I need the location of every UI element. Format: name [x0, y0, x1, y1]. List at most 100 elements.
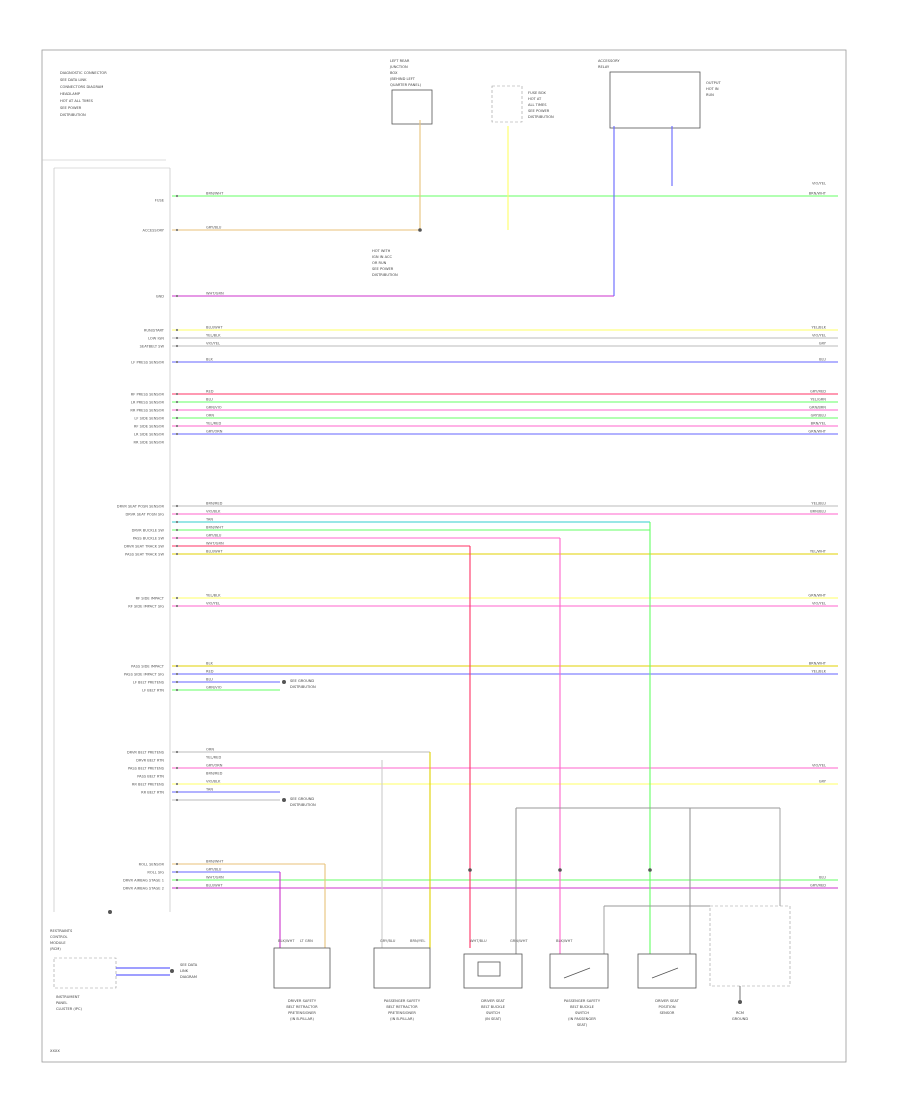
header-note-line: SEE DATA LINK — [60, 78, 87, 82]
wire-code: BRN/BLU — [810, 510, 826, 514]
wire-code: GRY/RED — [810, 390, 826, 394]
component-caption: DRIVER SEAT — [481, 999, 505, 1003]
pin-label: RF SIDE IMPACT — [136, 597, 165, 601]
pin-terminal — [175, 790, 179, 794]
restraints-control-module: RESTRAINTS CONTROL MODULE (RCM) — [50, 929, 73, 951]
wire-code: GRY — [819, 342, 827, 346]
right-junction-box: ACCESSORY RELAY OUTPUT HOT IN RUN — [598, 59, 721, 129]
pin-label: RF SIDE SENSOR — [134, 425, 165, 429]
pin-terminal — [175, 536, 179, 540]
wire-code: VIO/BLK — [206, 780, 221, 784]
component-caption: DRIVER SAFETY — [288, 999, 317, 1003]
wire-code: BRN/YEL — [811, 422, 826, 426]
pin-terminal — [175, 528, 179, 532]
component-caption: (IN SEAT) — [485, 1017, 502, 1021]
component-label: ALL TIMES — [528, 103, 547, 107]
pin-label: RR SIDE SENSOR — [133, 441, 164, 445]
component-label: LEFT REAR — [390, 59, 410, 63]
buckle-switch-driver: DRIVER SEAT BELT BUCKLE SWITCH (IN SEAT) — [463, 953, 523, 1021]
wire-code: YEL/BLU — [811, 502, 826, 506]
pin-label: PASS SIDE IMPACT SIG — [124, 673, 164, 677]
wire-code: GRY — [819, 780, 827, 784]
wire-code: GRY/BLU — [206, 534, 222, 538]
pin-terminal — [175, 544, 179, 548]
pin-label: DRVR BELT RTN — [136, 759, 164, 763]
component-label: HOT IN — [706, 87, 719, 91]
wire-code: YEL/RED — [206, 756, 221, 760]
wire-code: RED — [206, 670, 214, 674]
instrument-panel-cluster: SEE DATA LINK DIAGRAM INSTRUMENT PANEL C… — [53, 957, 198, 1011]
data-link-label: LINK — [180, 969, 189, 973]
wire-code: BRN/WHT — [809, 662, 827, 666]
pin-label: DRVR SEAT POSN SENSOR — [117, 505, 165, 509]
pin-label: ACCESSORY — [142, 229, 164, 233]
pin-label: DRVR SEAT POSN SIG — [126, 513, 165, 517]
wire-code: YEL/BLK — [206, 594, 221, 598]
wire-code: RED — [206, 390, 214, 394]
wire-code: YEL/BLK — [206, 334, 221, 338]
wire-code: VIO/YEL — [812, 182, 826, 186]
component-caption: BELT RETRACTOR — [386, 1005, 418, 1009]
module-label: MODULE — [50, 941, 66, 945]
component-caption: DRIVER SEAT — [655, 999, 679, 1003]
wire-code: VIO/YEL — [812, 334, 826, 338]
module-label: CONTROL — [50, 935, 68, 939]
component-label: DISTRIBUTION — [528, 115, 554, 119]
wire-code: BLU — [819, 358, 826, 362]
component-caption: BELT BUCKLE — [481, 1005, 506, 1009]
wire-code: YEL/BLK — [811, 326, 826, 330]
wire-code: VIO/YEL — [206, 342, 220, 346]
component-caption: SEAT) — [577, 1023, 588, 1027]
left-junction-box: LEFT REAR JUNCTION BOX (BEHIND LEFT QUAR… — [389, 59, 433, 125]
ground-notes: SEE GROUND DISTRIBUTION SEE GROUND DISTR… — [108, 679, 316, 914]
pin-terminal — [175, 512, 179, 516]
seat-position-sensor: DRIVER SEAT POSITION SENSOR — [637, 953, 697, 1015]
pin-terminal — [175, 400, 179, 404]
wire-code: TAN — [205, 788, 213, 792]
data-link-label: SEE DATA — [180, 963, 198, 967]
header-note-line: SEE POWER — [60, 106, 82, 110]
wire-code: VIO/YEL — [812, 602, 826, 606]
wire-code: ORN — [206, 748, 214, 752]
wire-code: GRN/VIO — [206, 406, 222, 410]
component-caption: PRETENSIONER — [388, 1011, 416, 1015]
pin-terminal — [175, 596, 179, 600]
pin-terminal — [175, 552, 179, 556]
pin-label: ROLL SIG — [147, 871, 164, 875]
pin-label: LOW IGN — [148, 337, 164, 341]
component-label: QUARTER PANEL) — [390, 83, 422, 87]
pin-terminal — [175, 672, 179, 676]
wire-code: BLU/WHT — [206, 550, 223, 554]
wire-code: YEL/BLK — [811, 670, 826, 674]
pin-terminal — [175, 336, 179, 340]
pin-label: ROLL SENSOR — [139, 863, 165, 867]
pin-label: DRVR AIRBAG STAGE 1 — [123, 879, 164, 883]
pin-terminal — [175, 424, 179, 428]
pin-terminal — [175, 886, 179, 890]
header-note-line: CONNECTORS DIAGRAM — [60, 85, 103, 89]
module-label: (RCM) — [50, 947, 61, 951]
wire-code: GRY/BLU — [206, 868, 222, 872]
connector-wire-label: GRN/WHT — [510, 939, 528, 943]
wire-code: TAN — [205, 518, 213, 522]
component-caption: PRETENSIONER — [288, 1011, 316, 1015]
wire-code: BLU/WHT — [206, 326, 223, 330]
wire-code: GRN/WHT — [808, 430, 826, 434]
buckle-switch-passenger: PASSENGER SAFETY BELT BUCKLE SWITCH (IN … — [549, 953, 609, 1027]
gnd-note: DISTRIBUTION — [290, 685, 316, 689]
pin-label: PASS BUCKLE SW — [133, 537, 165, 541]
pin-terminal — [175, 870, 179, 874]
splice-text: IGN IN ACC — [372, 255, 392, 259]
wire-code: GRN/WHT — [808, 594, 826, 598]
pin-label: PASS BELT RTN — [137, 775, 164, 779]
gnd-note: DISTRIBUTION — [290, 803, 316, 807]
component-caption: SWITCH — [575, 1011, 589, 1015]
pin-terminal — [175, 766, 179, 770]
wire-code: BLU — [206, 398, 213, 402]
pin-terminal — [175, 862, 179, 866]
component-label: HOT AT — [528, 97, 542, 101]
rcm-ground: RCM GROUND — [709, 905, 791, 1021]
pin-label: GND — [156, 295, 164, 299]
component-label: JUNCTION — [389, 65, 408, 69]
